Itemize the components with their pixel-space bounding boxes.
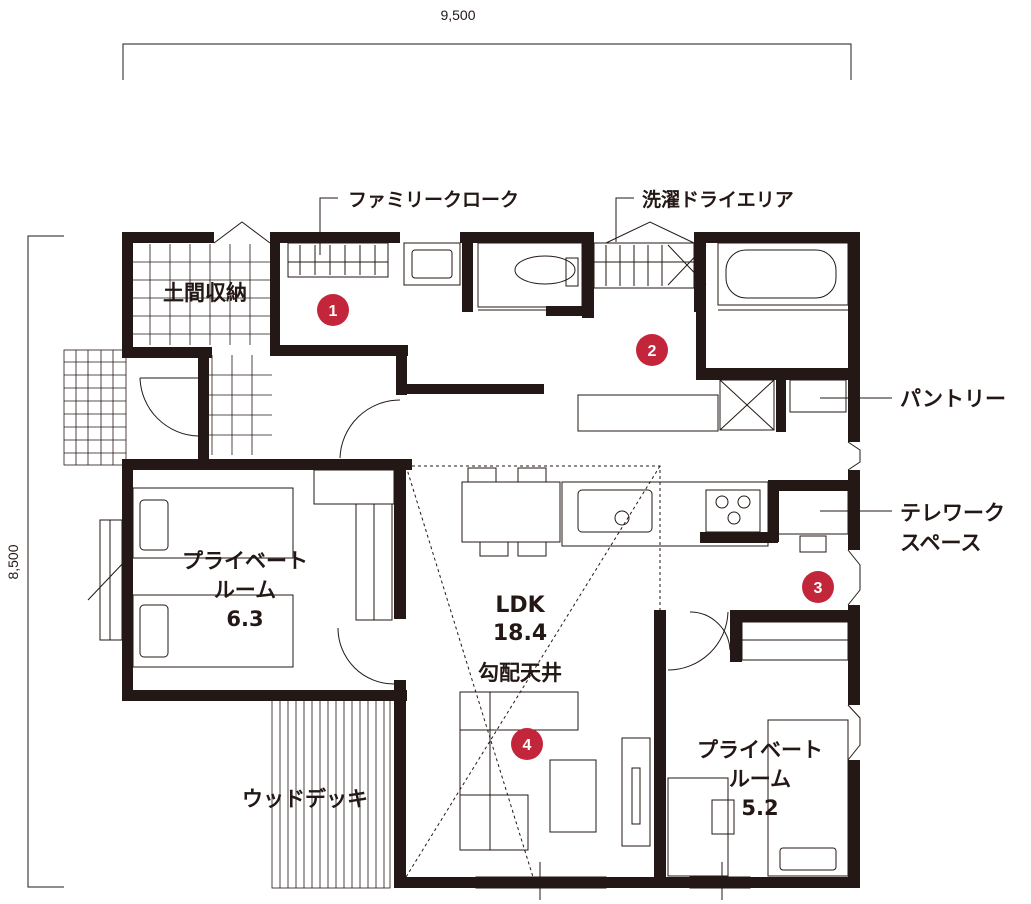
private-room1-name-1: プライベート bbox=[182, 549, 308, 573]
svg-text:4: 4 bbox=[523, 737, 532, 754]
marker-1: 1 bbox=[317, 294, 349, 326]
private-room2-area: 5.2 bbox=[741, 796, 778, 820]
ldk-area: 18.4 bbox=[493, 621, 547, 646]
private-room1-area: 6.3 bbox=[226, 607, 263, 631]
pantry-label: パントリー bbox=[900, 387, 1006, 411]
doma-tiles bbox=[130, 244, 272, 455]
ldk-label: LDK bbox=[495, 593, 545, 618]
laundry-label: 洗濯ドライエリア bbox=[642, 188, 794, 211]
dimension-lines bbox=[27, 43, 852, 888]
marker-2: 2 bbox=[636, 334, 668, 366]
private-room2-name-1: プライベート bbox=[697, 738, 823, 762]
callout-lines bbox=[319, 197, 892, 512]
wood-deck-label: ウッドデッキ bbox=[242, 787, 368, 811]
porch-tiles bbox=[63, 349, 127, 466]
svg-text:2: 2 bbox=[648, 343, 657, 360]
walls bbox=[122, 232, 860, 888]
family-cloak-label: ファミリークローク bbox=[348, 189, 519, 211]
marker-4: 4 bbox=[511, 728, 543, 760]
private-room1-name-2: ルーム bbox=[214, 578, 276, 602]
telework-label-1: テレワーク bbox=[900, 501, 1005, 525]
fixtures bbox=[87, 221, 861, 900]
svg-text:3: 3 bbox=[814, 580, 823, 597]
wood-deck bbox=[271, 691, 391, 889]
svg-text:1: 1 bbox=[329, 303, 338, 320]
telework-label-2: スペース bbox=[900, 531, 981, 555]
width-dimension: 9,500 bbox=[440, 7, 475, 23]
private-room2-name-2: ルーム bbox=[729, 767, 791, 791]
height-dimension: 8,500 bbox=[5, 544, 21, 579]
ceiling-label: 勾配天井 bbox=[478, 661, 562, 685]
marker-3: 3 bbox=[802, 571, 834, 603]
doma-label: 土間収納 bbox=[163, 281, 247, 305]
